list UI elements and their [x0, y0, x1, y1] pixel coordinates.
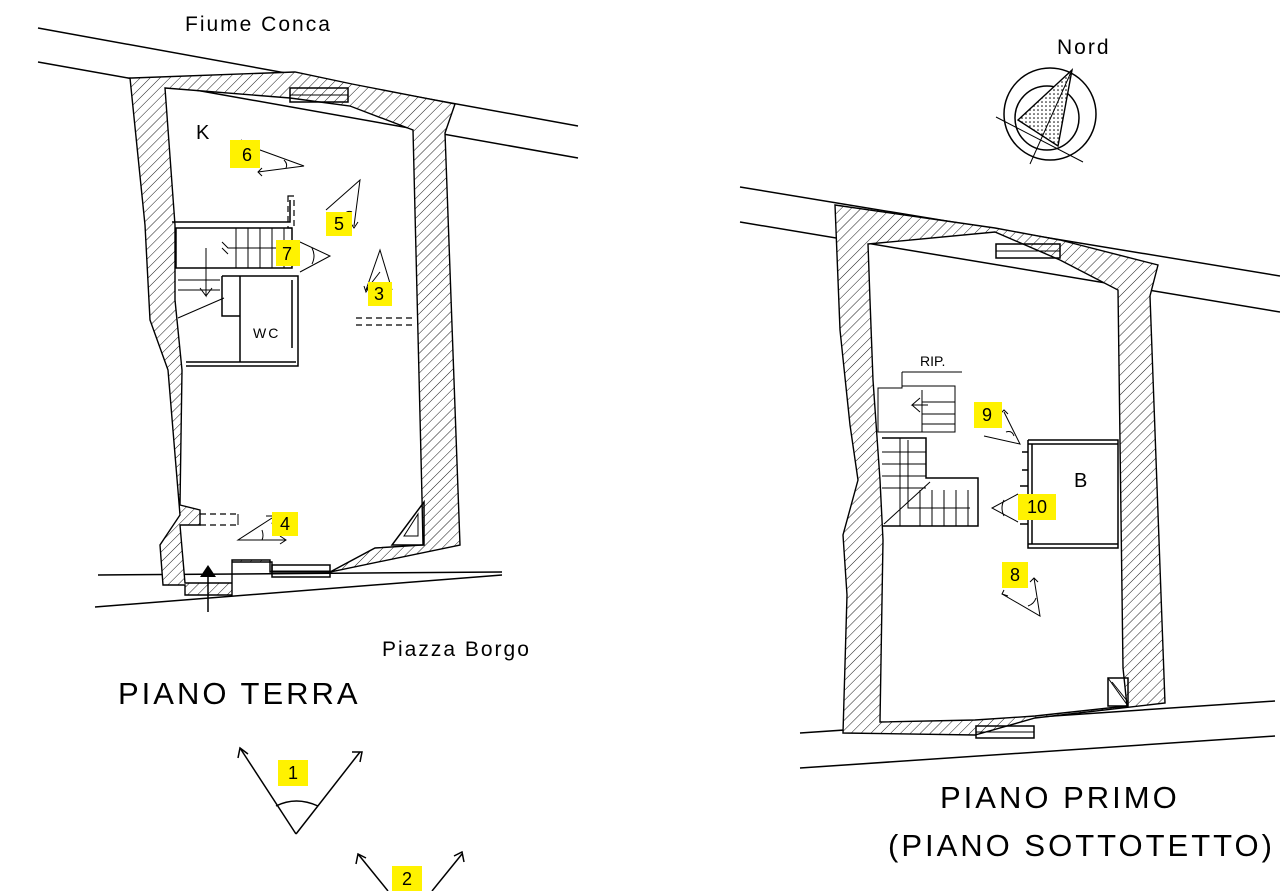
first-floor-edge-line-bottom [739, 221, 1280, 313]
viewpoint-marker-4: 4 [272, 512, 298, 536]
first-floor-plan: RIP. B [739, 186, 1280, 769]
svg-text:7: 7 [282, 244, 292, 264]
entrance-dashed-step [200, 513, 239, 526]
viewpoint-7-cone [299, 241, 332, 273]
river-label: Fiume Conca [185, 13, 332, 36]
corner-fireplace [390, 499, 425, 546]
svg-text:10: 10 [1027, 497, 1047, 517]
north-compass: Nord [995, 36, 1111, 165]
svg-text:8: 8 [1010, 565, 1020, 585]
viewpoint-marker-10: 10 [1018, 494, 1056, 520]
first-floor-corner-box [1107, 677, 1129, 707]
viewpoint-10-cone [990, 493, 1019, 523]
viewpoint-marker-5: 5 [326, 212, 352, 236]
ground-floor-stair [175, 227, 293, 319]
kitchen-dashed-opening [287, 195, 295, 229]
compass-needle-line [1029, 69, 1073, 165]
viewpoint-marker-8: 8 [1002, 562, 1028, 588]
viewpoint-2-cone [355, 850, 465, 891]
ground-floor-walls [129, 71, 461, 596]
viewpoint-marker-7: 7 [276, 240, 300, 266]
north-label: Nord [1057, 36, 1111, 59]
svg-text:3: 3 [374, 284, 384, 304]
compass-axis-line [995, 116, 1084, 163]
svg-text:5: 5 [334, 214, 344, 234]
svg-text:1: 1 [288, 763, 298, 783]
first-floor-street-line-bottom [799, 735, 1276, 769]
viewpoint-marker-1: 1 [278, 760, 308, 786]
wc-room-walls [186, 275, 299, 367]
ground-floor-plan: K WC [37, 27, 579, 612]
first-floor-title-line2: (PIANO SOTTOTETTO) [888, 828, 1275, 863]
north-arrow-icon [1016, 68, 1074, 148]
wc-label: WC [253, 325, 280, 341]
compass-outer-ring [1003, 67, 1097, 161]
viewpoint-marker-6: 6 [230, 140, 260, 168]
viewpoint-8-cone [1001, 577, 1041, 617]
first-floor-title-line1: PIANO PRIMO [940, 780, 1180, 815]
svg-text:6: 6 [242, 145, 252, 165]
bathroom-label: B [1074, 470, 1087, 492]
viewpoint-marker-2: 2 [392, 866, 422, 891]
first-floor-walls [834, 204, 1166, 736]
river-edge-line-bottom [37, 61, 579, 159]
viewpoint-marker-9: 9 [974, 402, 1002, 428]
storage-label: RIP. [920, 353, 945, 369]
viewpoint-marker-3: 3 [368, 282, 392, 306]
viewpoint-1-cone [237, 746, 363, 835]
viewpoint-markers: 1 2 3 4 5 6 7 8 [230, 140, 1056, 891]
storage-room: RIP. [877, 353, 962, 433]
kitchen-partition [172, 200, 291, 223]
square-label: Piazza Borgo [382, 638, 531, 661]
entrance-arrow [200, 565, 216, 612]
svg-text:2: 2 [402, 869, 412, 889]
compass-inner-ring [1014, 85, 1080, 151]
ground-floor-dashed-door [356, 317, 416, 326]
square-edge-line-bottom [94, 574, 503, 608]
ground-floor-title: PIANO TERRA [118, 676, 361, 711]
first-floor-stair [882, 437, 979, 527]
svg-text:4: 4 [280, 514, 290, 534]
kitchen-label: K [196, 122, 210, 144]
svg-text:9: 9 [982, 405, 992, 425]
